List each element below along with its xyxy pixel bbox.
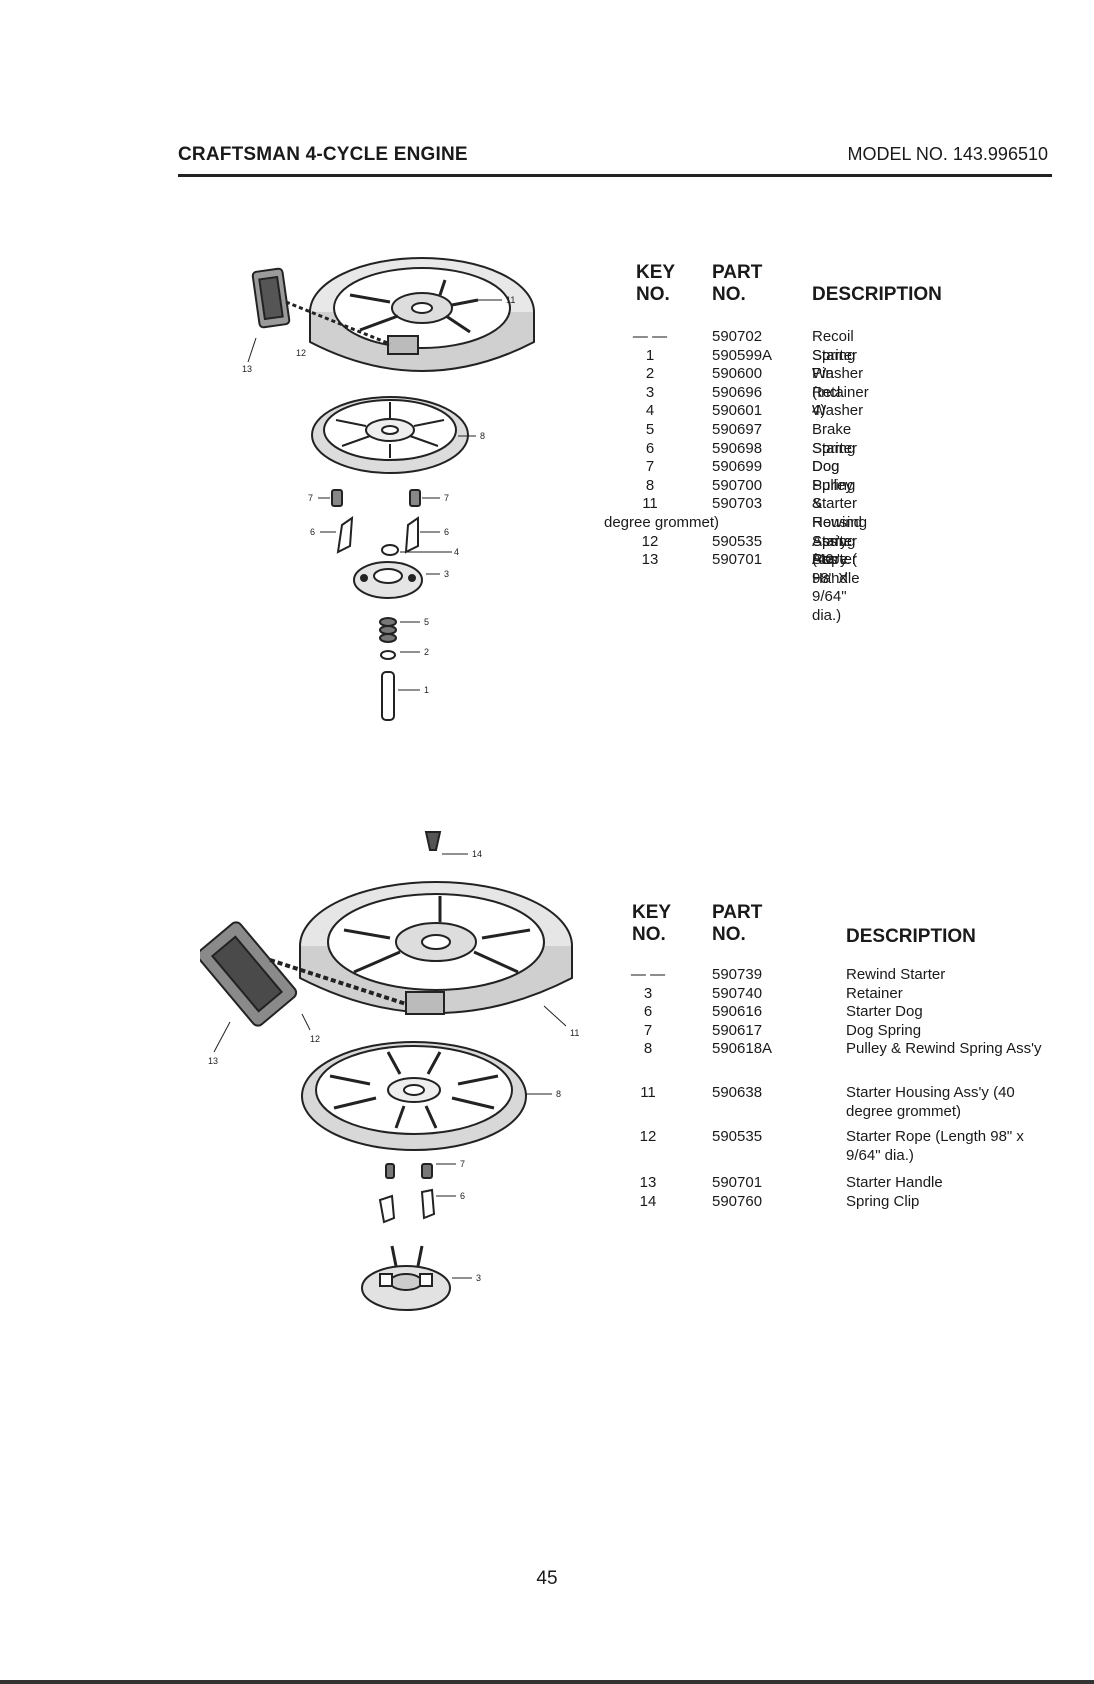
callout-labels: 11 13 12 8 7 7 6 6 4 3 5 2 1 [242, 295, 515, 695]
callout-7: 7 [460, 1159, 465, 1169]
callout-lines [247, 299, 502, 691]
starter-housing-2 [299, 881, 573, 1015]
col-key-header-2: KEY NO. [632, 902, 672, 945]
recoil-starter-diagram: 11 13 12 8 7 7 6 6 4 3 5 2 1 [240, 250, 560, 750]
callout-4: 4 [454, 547, 459, 557]
pulley [311, 396, 469, 474]
callout-8: 8 [480, 431, 485, 441]
retainer [353, 561, 423, 599]
page-header: CRAFTSMAN 4-CYCLE ENGINE MODEL NO. 143.9… [178, 140, 1052, 177]
spring-clip [424, 831, 468, 855]
starter-housing [309, 257, 535, 372]
starter-handle-2 [200, 921, 407, 1027]
page-number: 45 [536, 1568, 558, 1589]
callout-5: 5 [424, 617, 429, 627]
callout-7a: 7 [308, 493, 313, 503]
pulley-2 [301, 1041, 527, 1151]
dogs-and-springs [331, 489, 421, 556]
callout-1: 1 [424, 685, 429, 695]
model-number: MODEL NO. 143.996510 [847, 144, 1048, 164]
dog-springs-2 [378, 1163, 436, 1224]
callout-12: 12 [310, 1034, 320, 1044]
callout-3: 3 [444, 569, 449, 579]
brake-spring-washer-pin [379, 617, 397, 721]
callout-7b: 7 [444, 493, 449, 503]
callout-8: 8 [556, 1089, 561, 1099]
callout-13: 13 [242, 364, 252, 374]
bottom-rule [0, 1680, 1094, 1684]
callout-2: 2 [424, 647, 429, 657]
callout-6b: 6 [444, 527, 449, 537]
callout-12: 12 [296, 348, 306, 358]
col-key-header: KEY NO. [636, 262, 676, 305]
col-desc-header-2: DESCRIPTION [846, 926, 976, 947]
callout-labels-2: 14 11 12 13 8 7 6 3 [208, 849, 579, 1283]
callout-3: 3 [476, 1273, 481, 1283]
engine-title: CRAFTSMAN 4-CYCLE ENGINE [178, 144, 468, 165]
callout-11: 11 [570, 1028, 579, 1038]
callout-6: 6 [460, 1191, 465, 1201]
callout-lines-2 [213, 1005, 567, 1279]
callout-14: 14 [472, 849, 482, 859]
table-row-wrap: degree grommet) [604, 514, 720, 531]
callout-6a: 6 [310, 527, 315, 537]
callout-11: 11 [506, 295, 515, 305]
rewind-starter-diagram: 14 11 12 13 8 7 6 3 [200, 826, 600, 1386]
col-desc-header: DESCRIPTION [812, 284, 942, 305]
col-part-header: PART NO. [712, 262, 763, 305]
col-part-header-2: PART NO. [712, 902, 763, 945]
starter-handle [251, 267, 391, 346]
callout-13: 13 [208, 1056, 218, 1066]
retainer-2 [361, 1245, 451, 1311]
